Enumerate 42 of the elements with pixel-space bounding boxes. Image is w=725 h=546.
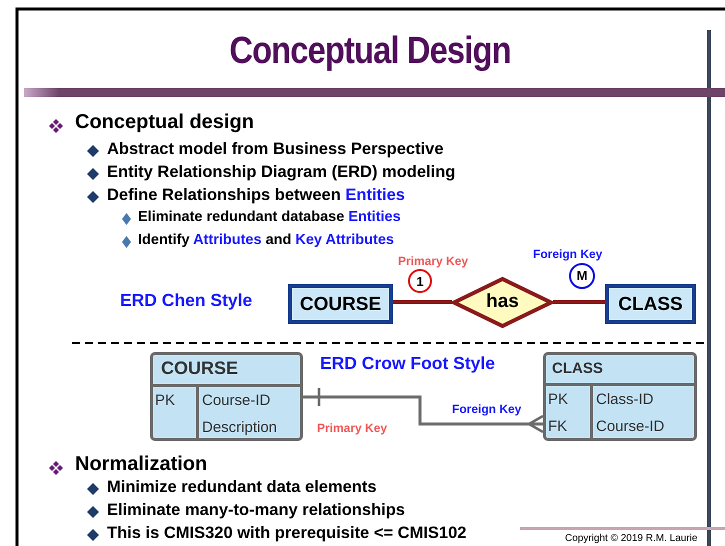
sub-bullet-text: Identify Attributes and Key Attributes — [138, 232, 394, 248]
style-label: ERD Chen Style — [120, 290, 252, 311]
sub-bullet-text: Eliminate redundant database Entities — [138, 209, 401, 225]
cardinality-circle — [569, 263, 595, 289]
entity-name: COURSE — [298, 294, 382, 316]
entity-table — [150, 352, 303, 441]
bullet-text: Abstract model from Business Perspective — [107, 140, 444, 159]
bullet-text: Entity Relationship Diagram (ERD) modeling — [107, 163, 456, 182]
table-cell-text: PK — [155, 392, 176, 409]
cardinality-label: 1 — [415, 274, 425, 289]
entity-table — [543, 352, 697, 441]
key-label: Foreign Key — [452, 402, 522, 416]
entity-name: CLASS — [617, 294, 684, 316]
table-cell-text: Course-ID — [202, 392, 270, 409]
bullet-text: Minimize redundant data elements — [107, 478, 377, 497]
table-cell-text: FK — [548, 418, 568, 435]
relationship-line — [553, 300, 605, 304]
bullet-text: Define Relationships between Entities — [107, 186, 405, 205]
table-cell-text: Description — [202, 419, 278, 436]
table-header: COURSE — [161, 358, 238, 379]
cardinality-label: M — [576, 268, 588, 283]
section-heading: Conceptual design — [75, 111, 254, 134]
copyright-text: Copyright © 2019 R.M. Laurie — [565, 533, 698, 544]
bullet-text: This is CMIS320 with prerequisite <= CMIS102 — [107, 524, 466, 543]
entity-box — [605, 284, 696, 324]
style-label: ERD Crow Foot Style — [320, 353, 496, 374]
section-heading: Normalization — [75, 453, 208, 476]
table-header: CLASS — [552, 360, 603, 377]
table-cell-text: PK — [548, 391, 568, 408]
relationship-name: has — [485, 291, 520, 313]
table-cell-text: Class-ID — [596, 391, 654, 408]
relationship-diamond — [452, 277, 553, 328]
entity-box — [288, 284, 393, 324]
key-label: Foreign Key — [533, 247, 602, 261]
table-cell-text: Course-ID — [596, 418, 664, 435]
relationship-line — [393, 300, 452, 304]
key-label: Primary Key — [398, 254, 468, 268]
slide-title: Conceptual Design — [228, 30, 512, 73]
cardinality-circle — [408, 269, 432, 293]
key-label: Primary Key — [317, 421, 388, 435]
bullet-text: Eliminate many-to-many relationships — [107, 501, 405, 520]
crow-foot-connector — [303, 386, 544, 434]
